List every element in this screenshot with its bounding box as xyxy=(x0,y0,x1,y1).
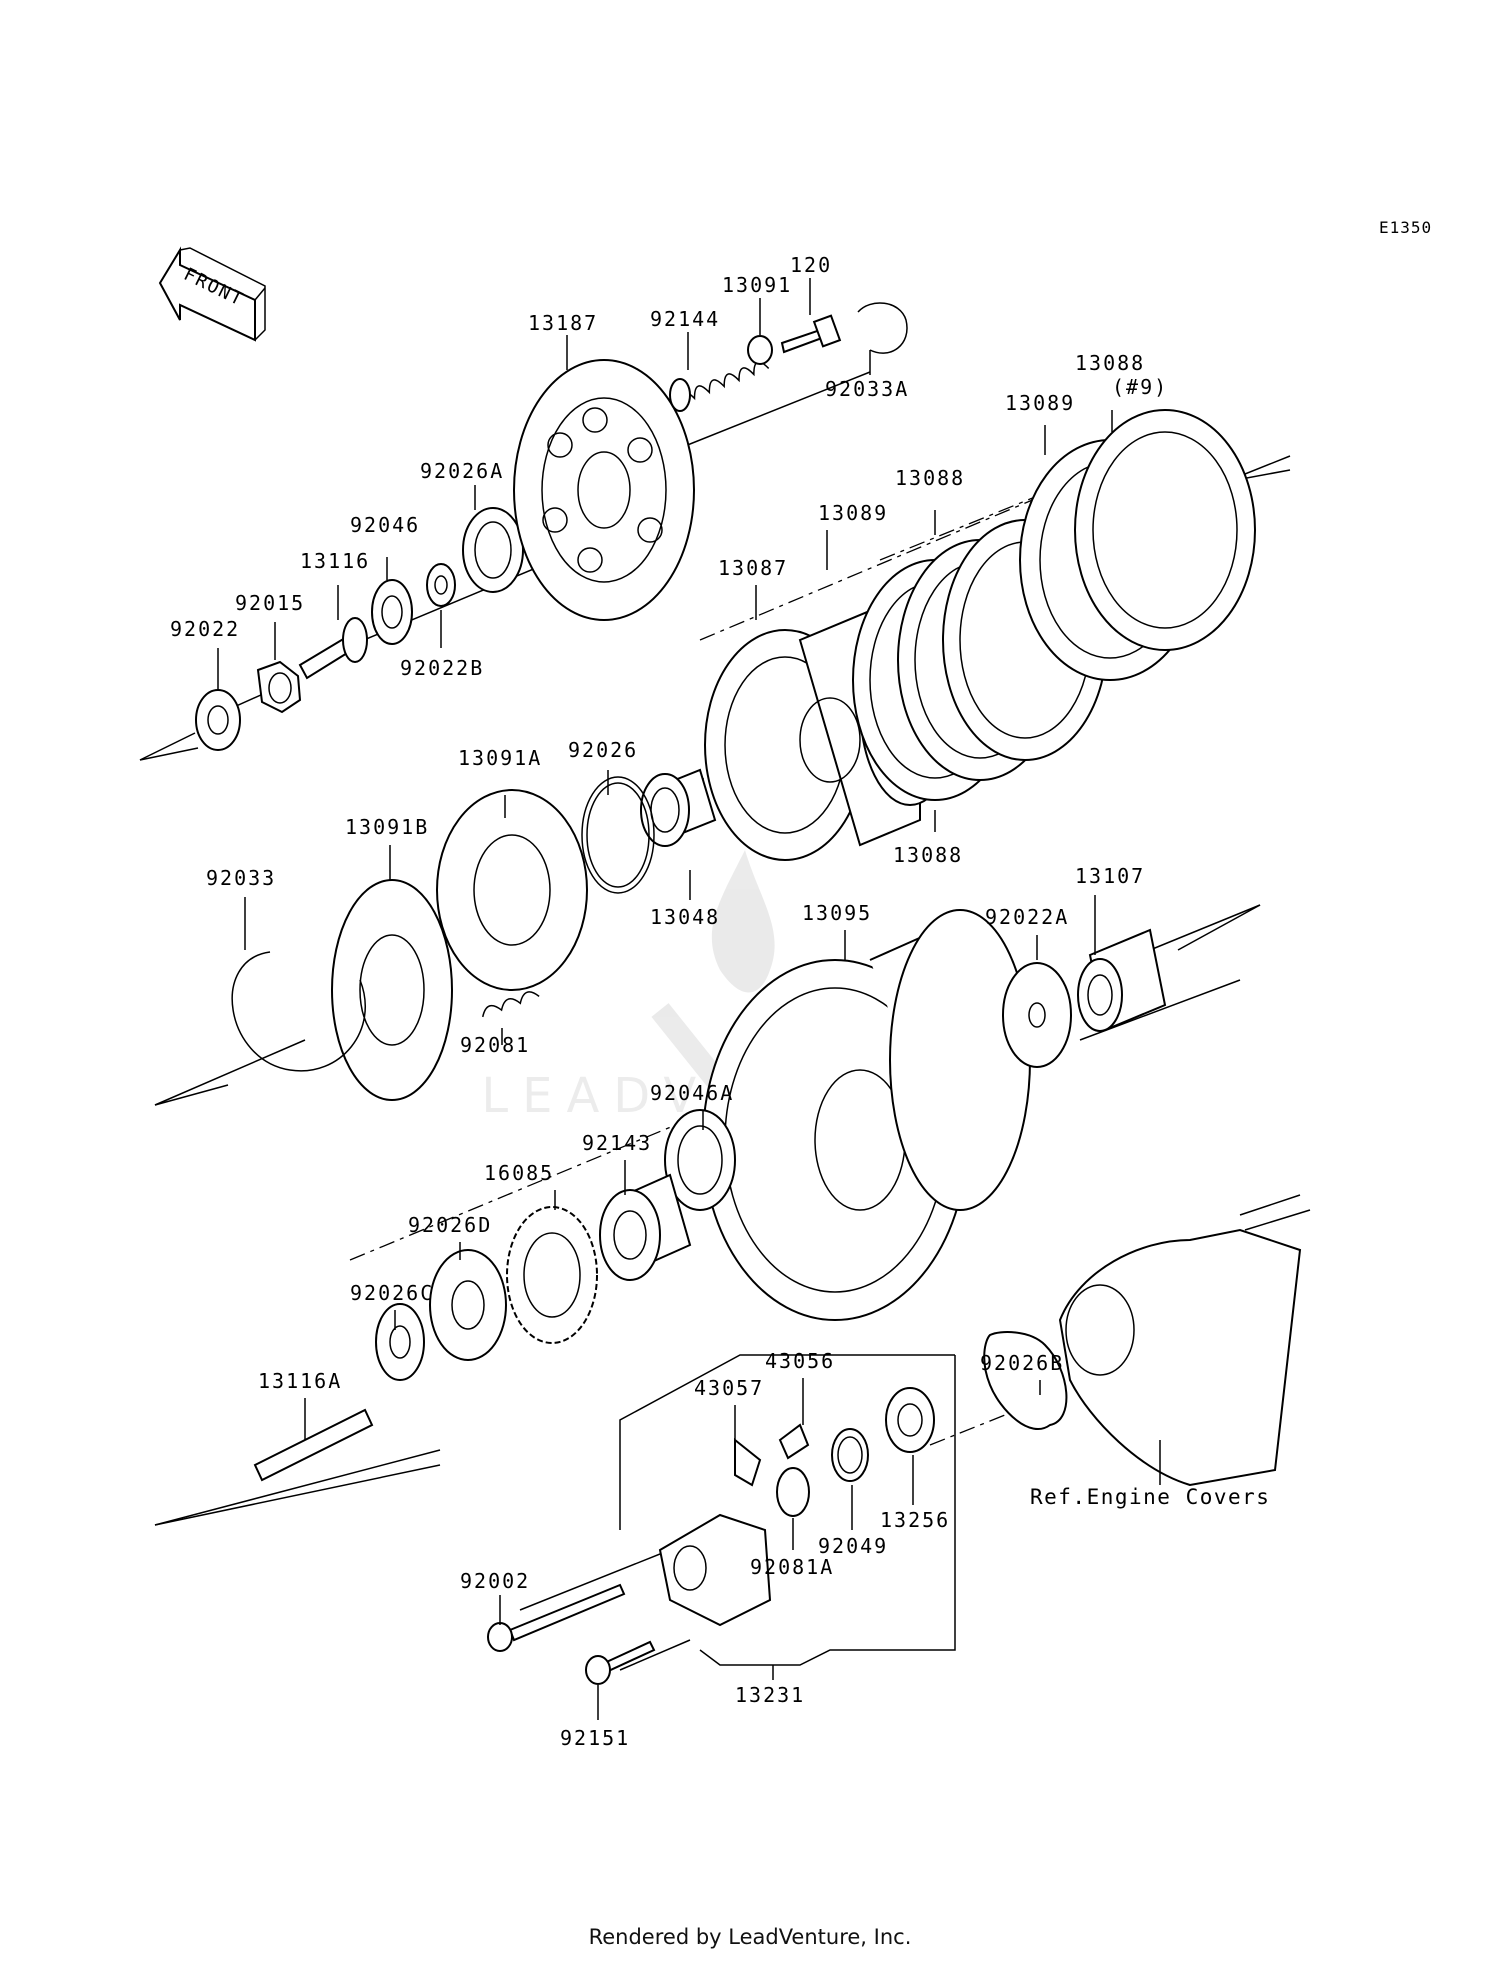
part-92144-drawing xyxy=(669,361,770,412)
label-13095: 13095 xyxy=(802,901,872,925)
label-13091B: 13091B xyxy=(345,815,429,839)
part-13091A-drawing xyxy=(436,789,588,991)
part-92026D-drawing xyxy=(429,1249,507,1361)
label-92081A: 92081A xyxy=(750,1555,834,1579)
part-92081A-drawing xyxy=(776,1467,810,1517)
label-92081: 92081 xyxy=(460,1033,530,1057)
label-92026A: 92026A xyxy=(420,459,504,483)
label-92026C: 92026C xyxy=(350,1281,434,1305)
label-13256: 13256 xyxy=(880,1508,950,1532)
part-92022-drawing xyxy=(195,689,241,751)
label-13187: 13187 xyxy=(528,311,598,335)
label-92144: 92144 xyxy=(650,307,720,331)
part-13116A-drawing xyxy=(253,1408,374,1482)
part-92026-drawing xyxy=(581,776,655,894)
part-labels: 120 13091 92144 13187 92033A 13088 (#9) … xyxy=(170,253,1168,1750)
label-13091: 13091 xyxy=(722,273,792,297)
label-92026B: 92026B xyxy=(980,1351,1064,1375)
part-92026C-drawing xyxy=(375,1303,425,1381)
part-92015-drawing xyxy=(256,660,302,714)
part-92022A-drawing xyxy=(1002,962,1072,1068)
ref-engine-covers-label: Ref.Engine Covers xyxy=(1030,1485,1271,1509)
label-43056: 43056 xyxy=(765,1349,835,1373)
label-13116: 13116 xyxy=(300,549,370,573)
front-arrow-icon: FRONT xyxy=(158,246,266,342)
part-92046-drawing xyxy=(371,579,413,645)
label-13088-b: 13088 xyxy=(895,466,965,490)
part-92026B-drawing xyxy=(983,1331,1068,1430)
label-92022: 92022 xyxy=(170,617,240,641)
part-16085-drawing xyxy=(506,1206,598,1344)
label-16085: 16085 xyxy=(484,1161,554,1185)
label-92046A: 92046A xyxy=(650,1081,734,1105)
label-92049: 92049 xyxy=(818,1534,888,1558)
part-13091-drawing xyxy=(747,335,773,365)
part-13231-drawing xyxy=(658,1513,772,1627)
label-92046: 92046 xyxy=(350,513,420,537)
part-92022B-drawing xyxy=(426,563,456,607)
part-92033-drawing xyxy=(231,951,366,1072)
part-92033A-drawing xyxy=(857,302,908,354)
label-120: 120 xyxy=(790,253,832,277)
label-13107: 13107 xyxy=(1075,864,1145,888)
part-13095-drawing xyxy=(702,909,1031,1321)
label-43057: 43057 xyxy=(694,1376,764,1400)
label-92143: 92143 xyxy=(582,1131,652,1155)
label-13088-9-qty: (#9) xyxy=(1112,375,1168,399)
label-13116A: 13116A xyxy=(258,1369,342,1393)
clutch-plates-drawing xyxy=(852,409,1256,801)
label-92022A: 92022A xyxy=(985,905,1069,929)
part-13048-drawing xyxy=(640,768,717,847)
label-92033: 92033 xyxy=(206,866,276,890)
label-92015: 92015 xyxy=(235,591,305,615)
engine-cover-drawing xyxy=(1058,1228,1302,1487)
part-120-drawing xyxy=(780,314,842,354)
assembly-13231-bracket xyxy=(619,1354,956,1666)
label-92033A: 92033A xyxy=(825,377,909,401)
part-43056-drawing xyxy=(778,1423,810,1460)
part-92143-drawing xyxy=(599,1173,692,1281)
label-13089-a: 13089 xyxy=(1005,391,1075,415)
diagram-code: E1350 xyxy=(1379,218,1433,237)
part-92081-drawing xyxy=(482,991,540,1018)
part-92026A-drawing xyxy=(462,507,524,593)
part-13116-drawing xyxy=(298,617,368,680)
label-92002: 92002 xyxy=(460,1569,530,1593)
part-92046A-drawing xyxy=(664,1109,736,1211)
label-13048: 13048 xyxy=(650,905,720,929)
part-92002-drawing xyxy=(487,1583,626,1652)
part-13091B-drawing xyxy=(331,879,453,1101)
part-92151-drawing xyxy=(585,1640,656,1685)
part-13187-drawing xyxy=(513,359,695,621)
label-92026: 92026 xyxy=(568,738,638,762)
label-92151: 92151 xyxy=(560,1726,630,1750)
label-13091A: 13091A xyxy=(458,746,542,770)
label-13088-9: 13088 xyxy=(1075,351,1145,375)
label-92026D: 92026D xyxy=(408,1213,492,1237)
part-92049-drawing xyxy=(831,1428,869,1482)
label-13089-b: 13089 xyxy=(818,501,888,525)
footer-credit: Rendered by LeadVenture, Inc. xyxy=(588,1925,912,1949)
label-13087: 13087 xyxy=(718,556,788,580)
part-13107-drawing xyxy=(1077,928,1167,1032)
part-43057-drawing xyxy=(734,1437,762,1487)
part-13256-drawing xyxy=(885,1387,935,1453)
label-92022B: 92022B xyxy=(400,656,484,680)
leader-lines xyxy=(217,278,1161,1720)
label-13088-c: 13088 xyxy=(893,843,963,867)
label-13231: 13231 xyxy=(735,1683,805,1707)
